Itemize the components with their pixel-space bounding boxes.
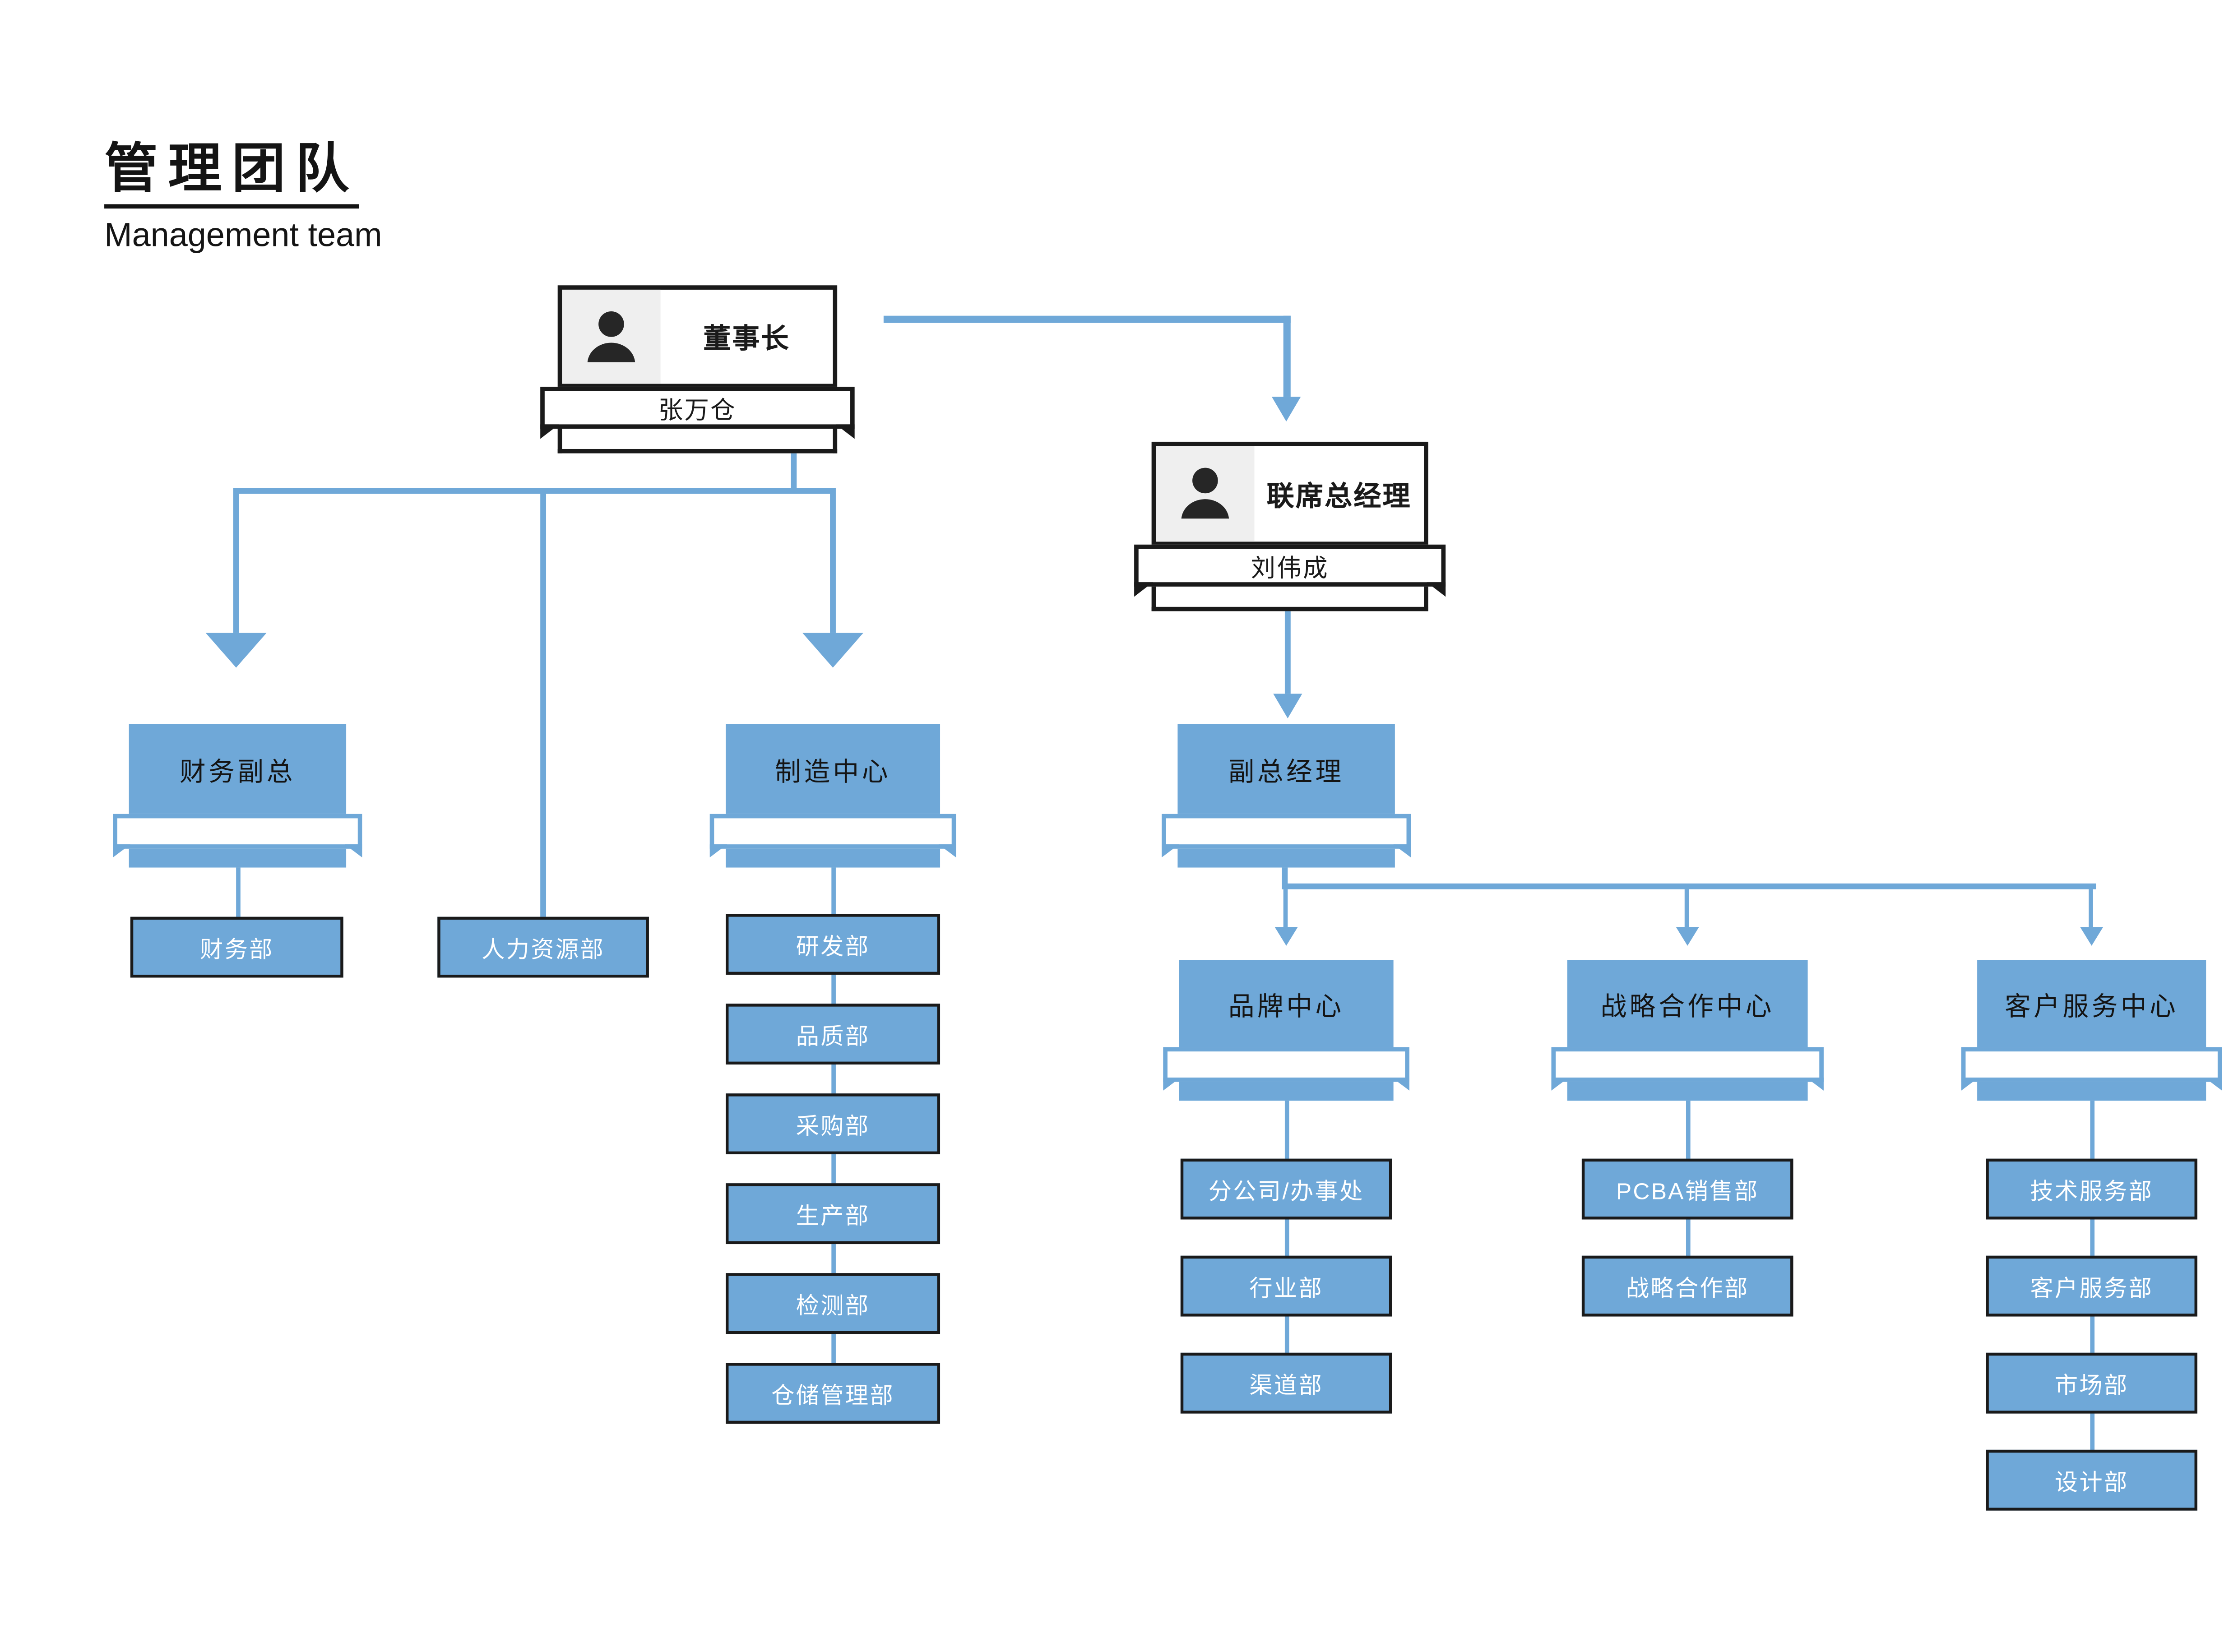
vice-gm-card: 副总经理 — [1177, 724, 1395, 816]
connector-to-finance-vp — [233, 494, 239, 633]
inspection-dept: 检测部 — [726, 1273, 941, 1334]
marketing-dept: 市场部 — [1986, 1352, 2197, 1414]
arrowhead-down-icon — [802, 633, 863, 668]
customer-service-center-band — [1961, 1047, 2222, 1091]
chairman-card-base — [557, 427, 838, 453]
chairman-card: 董事长 — [557, 285, 838, 389]
connector-vgm-branch-h — [1282, 883, 2096, 889]
procurement-dept: 采购部 — [726, 1093, 941, 1155]
strategy-center-band — [1551, 1047, 1824, 1091]
page-title: 管理团队 — [104, 139, 359, 199]
rd-dept: 研发部 — [726, 914, 941, 975]
connector-chairman-drop — [791, 453, 797, 491]
pcba-sales-dept: PCBA销售部 — [1581, 1158, 1793, 1220]
connector-cogm-to-vgm — [1284, 611, 1291, 694]
arrowhead-down-icon — [1274, 927, 1298, 946]
arrowhead-down-icon — [1273, 694, 1302, 718]
person-icon — [1178, 467, 1233, 522]
vice-gm-band — [1162, 814, 1411, 858]
connector-chairman-branch-h — [233, 488, 836, 494]
person-icon — [584, 310, 639, 365]
strategic-cooperation-dept: 战略合作部 — [1581, 1255, 1793, 1317]
finance-vp-base — [129, 847, 347, 868]
arrowhead-down-icon — [205, 633, 267, 668]
strategy-center-card: 战略合作中心 — [1567, 960, 1808, 1049]
chairman-title: 董事长 — [703, 324, 790, 355]
arrowhead-down-icon — [2080, 927, 2104, 946]
co-gm-card-base — [1151, 585, 1428, 611]
brand-center-base — [1179, 1080, 1394, 1101]
finance-vp-band — [113, 814, 362, 858]
chairman-name-band: 张万仓 — [540, 386, 855, 439]
avatar — [562, 289, 661, 384]
customer-service-center-card: 客户服务中心 — [1977, 960, 2206, 1049]
connector-to-service — [2089, 889, 2093, 927]
warehouse-dept: 仓储管理部 — [726, 1363, 941, 1424]
finance-dept: 财务部 — [130, 916, 343, 978]
finance-vp-card: 财务副总 — [129, 724, 347, 816]
production-dept: 生产部 — [726, 1183, 941, 1245]
arrowhead-down-icon — [1676, 927, 1699, 946]
connector-to-manufacturing — [830, 494, 836, 633]
branch-offices-dept: 分公司/办事处 — [1180, 1158, 1392, 1220]
manufacturing-center-band — [709, 814, 956, 858]
industry-dept: 行业部 — [1180, 1255, 1392, 1317]
hr-dept: 人力资源部 — [437, 916, 649, 978]
co-gm-name-band: 刘伟成 — [1134, 544, 1446, 597]
arrowhead-down-icon — [1272, 397, 1301, 421]
connector-to-hr — [540, 494, 547, 917]
connector-to-strategy — [1684, 889, 1689, 927]
brand-center-card: 品牌中心 — [1179, 960, 1394, 1049]
tech-service-dept: 技术服务部 — [1986, 1158, 2197, 1220]
manufacturing-center-card: 制造中心 — [726, 724, 941, 816]
customer-service-center-base — [1977, 1080, 2206, 1101]
design-dept: 设计部 — [1986, 1449, 2197, 1511]
channel-dept: 渠道部 — [1180, 1352, 1392, 1414]
customer-service-dept: 客户服务部 — [1986, 1255, 2197, 1317]
connector-to-brand — [1283, 889, 1288, 927]
co-gm-card: 联席总经理 — [1151, 441, 1428, 546]
stem-brand — [1284, 1101, 1289, 1362]
strategy-center-base — [1567, 1080, 1808, 1101]
connector-chairman-to-cogm-v — [1283, 315, 1291, 397]
co-gm-title: 联席总经理 — [1266, 481, 1412, 512]
quality-dept: 品质部 — [726, 1004, 941, 1065]
brand-center-band — [1163, 1047, 1409, 1091]
avatar — [1156, 446, 1255, 542]
vice-gm-base — [1177, 847, 1395, 868]
page-subtitle: Management team — [104, 216, 382, 254]
stem-finance — [236, 867, 241, 925]
title-underline — [104, 204, 359, 209]
manufacturing-center-base — [726, 847, 941, 868]
connector-chairman-to-cogm-h — [883, 315, 1291, 323]
